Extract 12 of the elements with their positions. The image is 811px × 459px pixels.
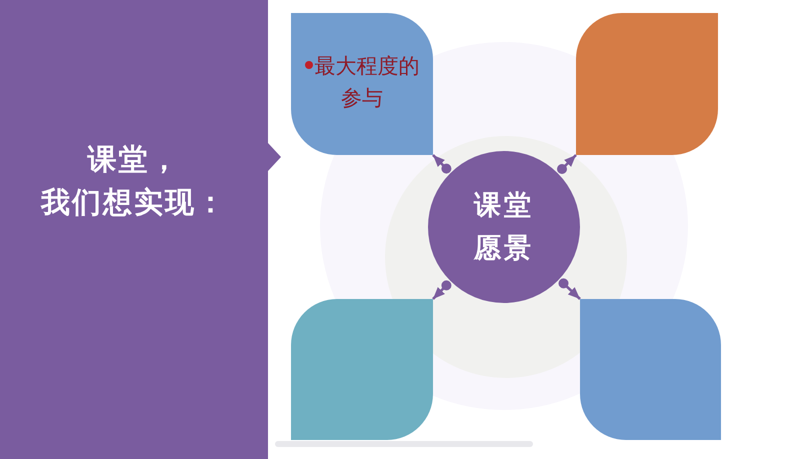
title-panel (0, 0, 281, 459)
leaf-box (576, 13, 718, 155)
leaf-box (291, 13, 433, 155)
circle-label: 课堂愿景 (474, 190, 534, 264)
leaf-box (580, 299, 721, 440)
arrow (432, 154, 452, 174)
arrow (557, 154, 577, 174)
arrow (432, 280, 452, 300)
leaf-box (291, 299, 433, 440)
panel-heading: 课堂，我们想实现： (41, 142, 227, 219)
bullet-text: 最大程度的参与 (314, 54, 420, 110)
arrow (558, 278, 581, 300)
